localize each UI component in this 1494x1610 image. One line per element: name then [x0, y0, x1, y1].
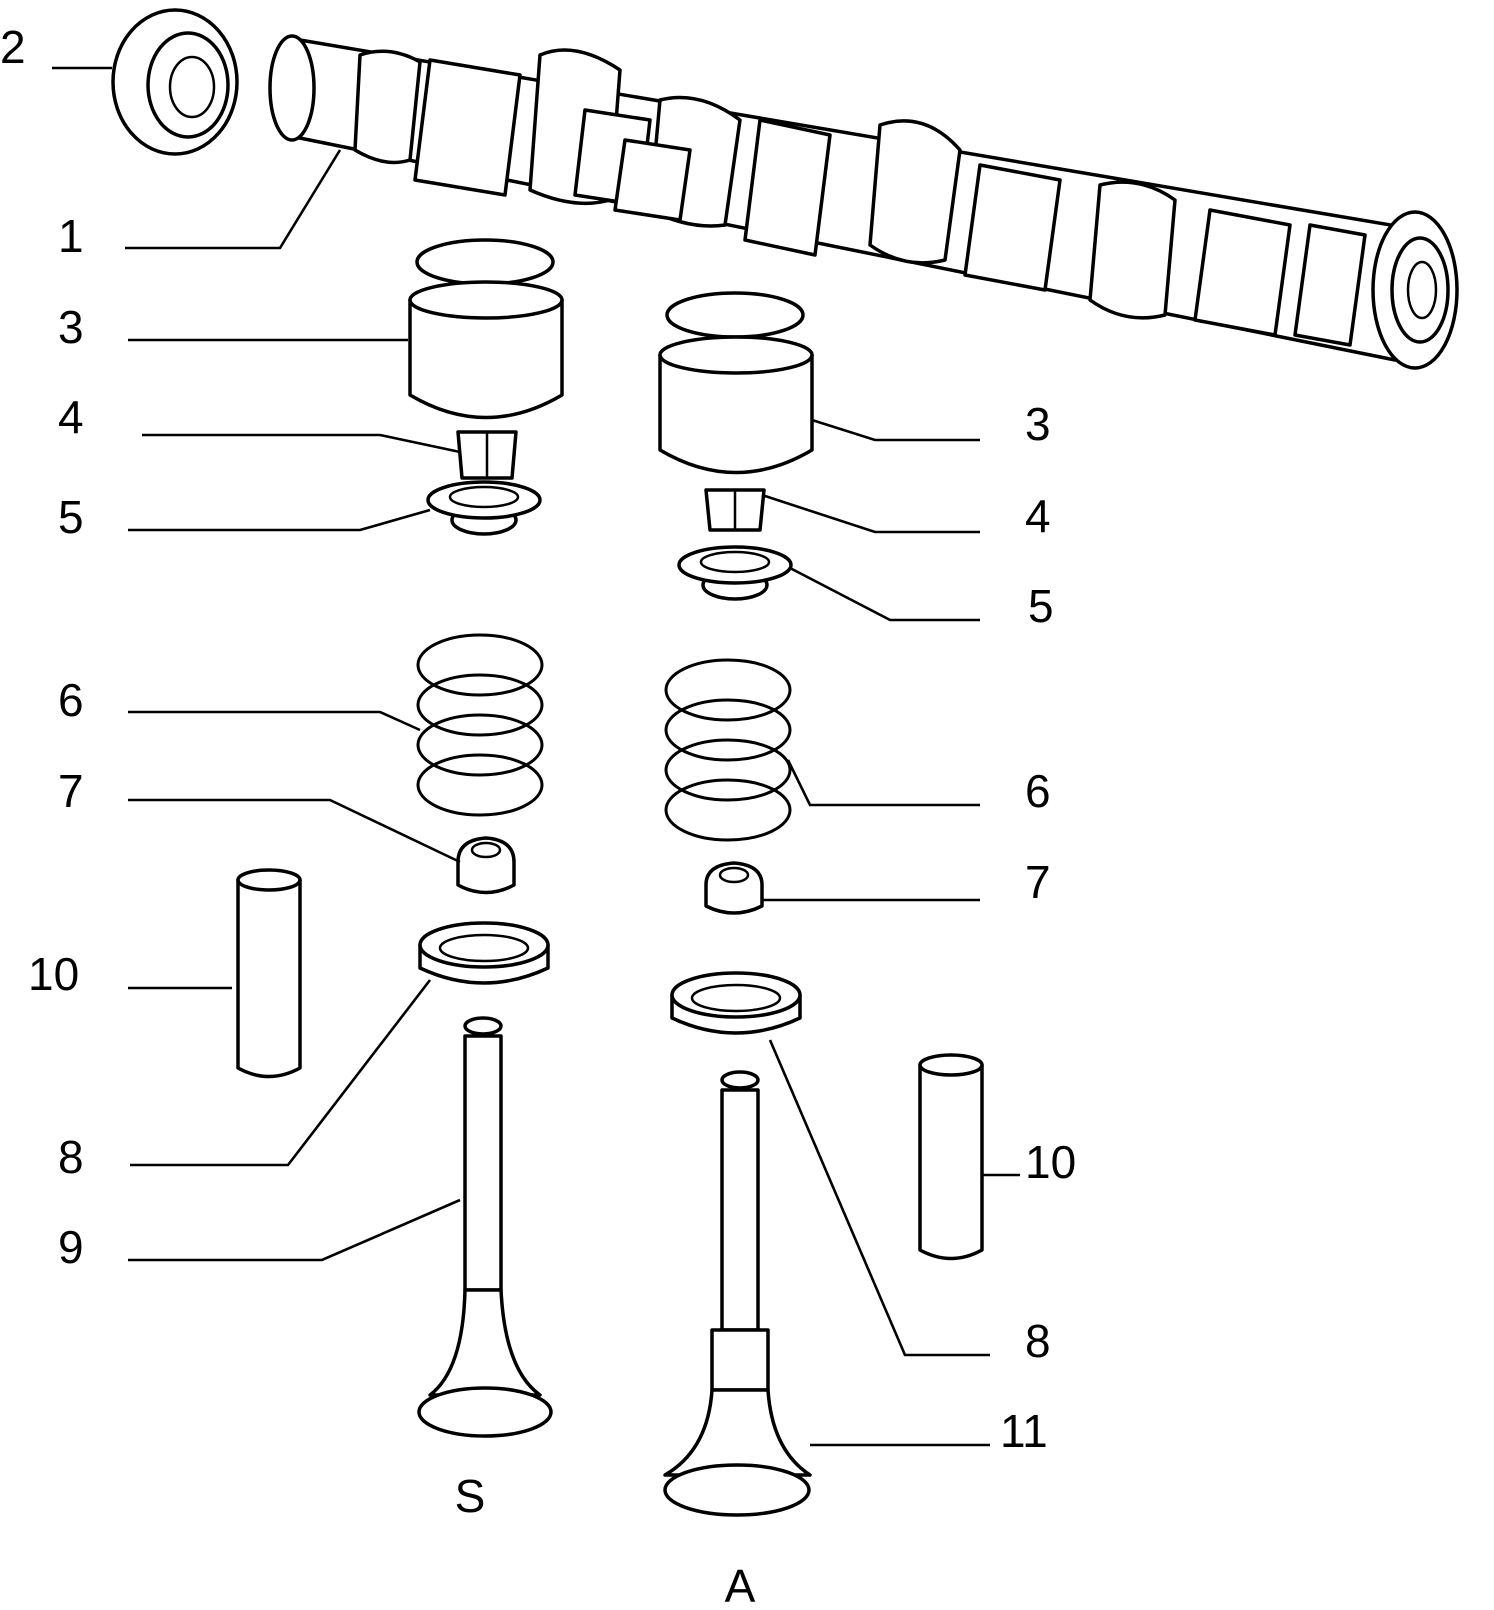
callout-2: 2 [0, 21, 26, 73]
callout-1: 1 [58, 210, 84, 262]
callout-7-right: 7 [1025, 856, 1051, 908]
intake-valve-label: S [455, 1470, 486, 1522]
tappet-right [658, 291, 814, 475]
spring-right [664, 658, 792, 842]
callout-7-left: 7 [58, 765, 84, 817]
valve-guide-right [918, 1053, 984, 1261]
camshaft [268, 34, 1459, 370]
callout-9: 9 [58, 1221, 84, 1273]
callout-3-left: 3 [58, 301, 84, 353]
stem-seal-right [704, 861, 764, 915]
callout-11: 11 [1000, 1405, 1048, 1457]
cotter-right [704, 488, 766, 532]
lower-cup-right [670, 971, 802, 1035]
intake-valve [417, 1016, 553, 1438]
callout-3-right: 3 [1025, 398, 1051, 450]
oil-seal [111, 8, 239, 156]
upper-cup-left [426, 480, 542, 536]
exhaust-valve-label: A [725, 1560, 756, 1605]
tappet-left [408, 238, 564, 420]
callout-4-left: 4 [58, 391, 84, 443]
cotter-left [456, 430, 518, 480]
lower-cup-left [418, 921, 550, 985]
spring-left [416, 633, 544, 817]
stem-seal-left [456, 836, 516, 895]
callout-6-right: 6 [1025, 765, 1051, 817]
callout-4-right: 4 [1025, 490, 1051, 542]
exhaust-valve [663, 1070, 812, 1517]
leader-lines [52, 66, 1020, 1447]
valve-guide-left [236, 868, 302, 1079]
callout-5-left: 5 [58, 491, 84, 543]
callout-numbers: 2 1 3 4 5 6 7 10 8 9 3 4 5 6 7 10 8 11 S… [0, 21, 1076, 1610]
callout-5-right: 5 [1028, 580, 1054, 632]
callout-10-left: 10 [28, 948, 79, 1000]
callout-6-left: 6 [58, 674, 84, 726]
upper-cup-right [677, 545, 793, 601]
callout-8-right: 8 [1025, 1315, 1051, 1367]
callout-8-left: 8 [58, 1131, 84, 1183]
callout-10-right: 10 [1025, 1136, 1076, 1188]
